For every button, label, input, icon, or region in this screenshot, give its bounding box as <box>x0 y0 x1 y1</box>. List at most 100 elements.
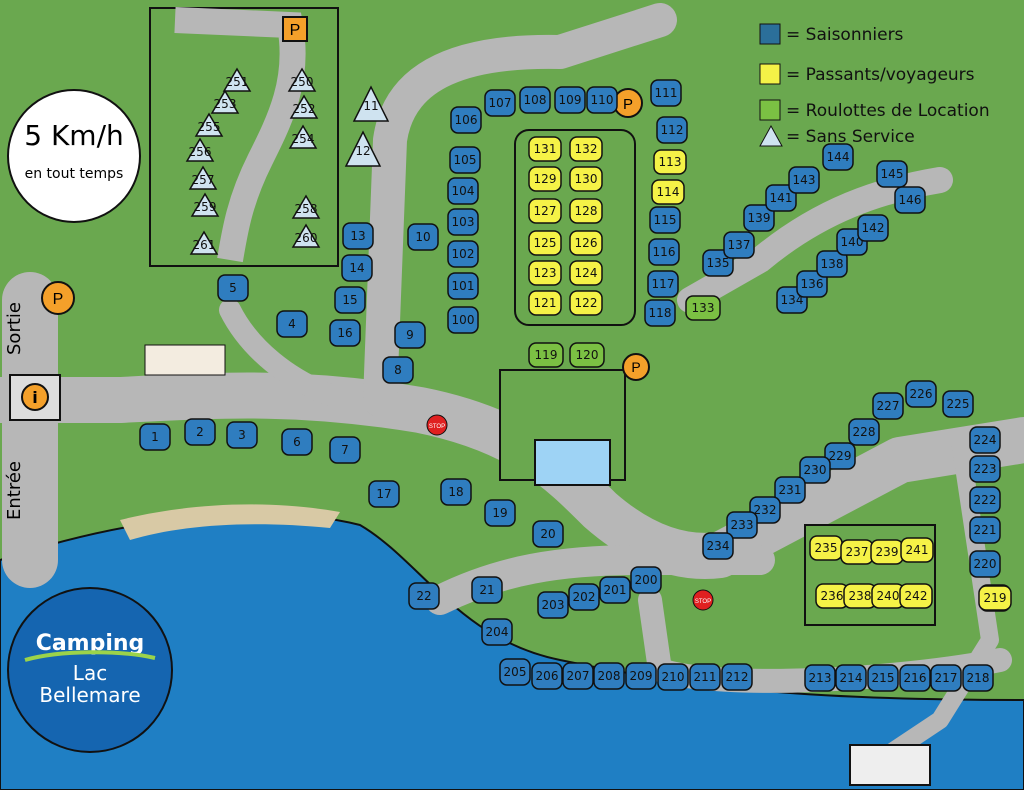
campsite-6[interactable]: 6 <box>281 428 313 456</box>
campsite-200[interactable]: 200 <box>630 566 662 594</box>
campsite-117[interactable]: 117 <box>647 270 679 298</box>
campsite-104[interactable]: 104 <box>447 177 479 205</box>
campsite-211[interactable]: 211 <box>689 663 721 691</box>
campsite-242[interactable]: 242 <box>899 583 933 609</box>
campsite-224[interactable]: 224 <box>969 426 1001 454</box>
campsite-225[interactable]: 225 <box>942 390 974 418</box>
campsite-109[interactable]: 109 <box>554 86 586 114</box>
campsite-250[interactable]: 250 <box>287 67 317 92</box>
campsite-8[interactable]: 8 <box>382 356 414 384</box>
campsite-22[interactable]: 22 <box>408 582 440 610</box>
campsite-11[interactable]: 11 <box>352 85 390 122</box>
campsite-126[interactable]: 126 <box>569 230 603 256</box>
campsite-7[interactable]: 7 <box>329 436 361 464</box>
campsite-131[interactable]: 131 <box>528 136 562 162</box>
campsite-3[interactable]: 3 <box>226 421 258 449</box>
campsite-219[interactable]: 219 <box>978 585 1012 611</box>
campsite-214[interactable]: 214 <box>835 664 867 692</box>
campsite-203[interactable]: 203 <box>537 591 569 619</box>
campsite-235[interactable]: 235 <box>809 535 843 561</box>
campsite-132[interactable]: 132 <box>569 136 603 162</box>
campsite-120[interactable]: 120 <box>569 342 605 368</box>
campsite-107[interactable]: 107 <box>484 89 516 117</box>
campsite-5[interactable]: 5 <box>217 274 249 302</box>
campsite-233[interactable]: 233 <box>726 511 758 539</box>
campsite-231[interactable]: 231 <box>774 476 806 504</box>
campsite-125[interactable]: 125 <box>528 230 562 256</box>
campsite-251[interactable]: 251 <box>222 67 252 92</box>
campsite-216[interactable]: 216 <box>899 664 931 692</box>
campsite-261[interactable]: 261 <box>189 230 219 255</box>
campsite-111[interactable]: 111 <box>650 79 682 107</box>
campsite-14[interactable]: 14 <box>341 254 373 282</box>
campsite-227[interactable]: 227 <box>872 392 904 420</box>
campsite-116[interactable]: 116 <box>648 238 680 266</box>
campsite-106[interactable]: 106 <box>450 106 482 134</box>
campsite-230[interactable]: 230 <box>799 456 831 484</box>
campsite-10[interactable]: 10 <box>407 223 439 251</box>
campsite-9[interactable]: 9 <box>394 321 426 349</box>
campsite-16[interactable]: 16 <box>329 319 361 347</box>
campsite-221[interactable]: 221 <box>969 516 1001 544</box>
campsite-19[interactable]: 19 <box>484 499 516 527</box>
campsite-207[interactable]: 207 <box>562 662 594 690</box>
campsite-18[interactable]: 18 <box>440 478 472 506</box>
campsite-112[interactable]: 112 <box>656 116 688 144</box>
campsite-220[interactable]: 220 <box>969 550 1001 578</box>
campsite-13[interactable]: 13 <box>342 222 374 250</box>
campsite-135[interactable]: 135 <box>702 249 734 277</box>
campsite-212[interactable]: 212 <box>721 663 753 691</box>
campsite-12[interactable]: 12 <box>344 130 382 167</box>
campsite-100[interactable]: 100 <box>447 306 479 334</box>
campsite-228[interactable]: 228 <box>848 418 880 446</box>
campsite-108[interactable]: 108 <box>519 86 551 114</box>
campsite-21[interactable]: 21 <box>471 576 503 604</box>
campsite-119[interactable]: 119 <box>528 342 564 368</box>
campsite-204[interactable]: 204 <box>481 618 513 646</box>
campsite-260[interactable]: 260 <box>291 223 321 248</box>
campsite-145[interactable]: 145 <box>876 160 908 188</box>
campsite-236[interactable]: 236 <box>815 583 849 609</box>
campsite-226[interactable]: 226 <box>905 380 937 408</box>
campsite-17[interactable]: 17 <box>368 480 400 508</box>
campsite-137[interactable]: 137 <box>723 231 755 259</box>
campsite-201[interactable]: 201 <box>599 576 631 604</box>
campsite-144[interactable]: 144 <box>822 143 854 171</box>
campsite-229[interactable]: 229 <box>824 442 856 470</box>
campsite-222[interactable]: 222 <box>969 486 1001 514</box>
campsite-4[interactable]: 4 <box>276 310 308 338</box>
campsite-215[interactable]: 215 <box>867 664 899 692</box>
campsite-258[interactable]: 258 <box>291 194 321 219</box>
campsite-2[interactable]: 2 <box>184 418 216 446</box>
campsite-257[interactable]: 257 <box>188 165 218 190</box>
campsite-205[interactable]: 205 <box>499 658 531 686</box>
campsite-255[interactable]: 255 <box>194 112 224 137</box>
campsite-206[interactable]: 206 <box>531 662 563 690</box>
campsite-15[interactable]: 15 <box>334 286 366 314</box>
campsite-232[interactable]: 232 <box>749 496 781 524</box>
campsite-237[interactable]: 237 <box>840 539 874 565</box>
campsite-241[interactable]: 241 <box>900 537 934 563</box>
campsite-209[interactable]: 209 <box>625 662 657 690</box>
campsite-210[interactable]: 210 <box>657 663 689 691</box>
campsite-118[interactable]: 118 <box>644 299 676 327</box>
campsite-223[interactable]: 223 <box>969 455 1001 483</box>
campsite-124[interactable]: 124 <box>569 260 603 286</box>
campsite-121[interactable]: 121 <box>528 290 562 316</box>
campsite-139[interactable]: 139 <box>743 204 775 232</box>
campsite-239[interactable]: 239 <box>870 539 904 565</box>
campsite-218[interactable]: 218 <box>962 664 994 692</box>
campsite-142[interactable]: 142 <box>857 214 889 242</box>
campsite-240[interactable]: 240 <box>871 583 905 609</box>
campsite-136[interactable]: 136 <box>796 270 828 298</box>
campsite-252[interactable]: 252 <box>289 94 319 119</box>
campsite-105[interactable]: 105 <box>449 146 481 174</box>
campsite-143[interactable]: 143 <box>788 166 820 194</box>
campsite-20[interactable]: 20 <box>532 520 564 548</box>
campsite-122[interactable]: 122 <box>569 290 603 316</box>
campsite-141[interactable]: 141 <box>765 184 797 212</box>
campsite-113[interactable]: 113 <box>653 149 687 175</box>
campsite-115[interactable]: 115 <box>649 206 681 234</box>
campsite-208[interactable]: 208 <box>593 662 625 690</box>
campsite-123[interactable]: 123 <box>528 260 562 286</box>
